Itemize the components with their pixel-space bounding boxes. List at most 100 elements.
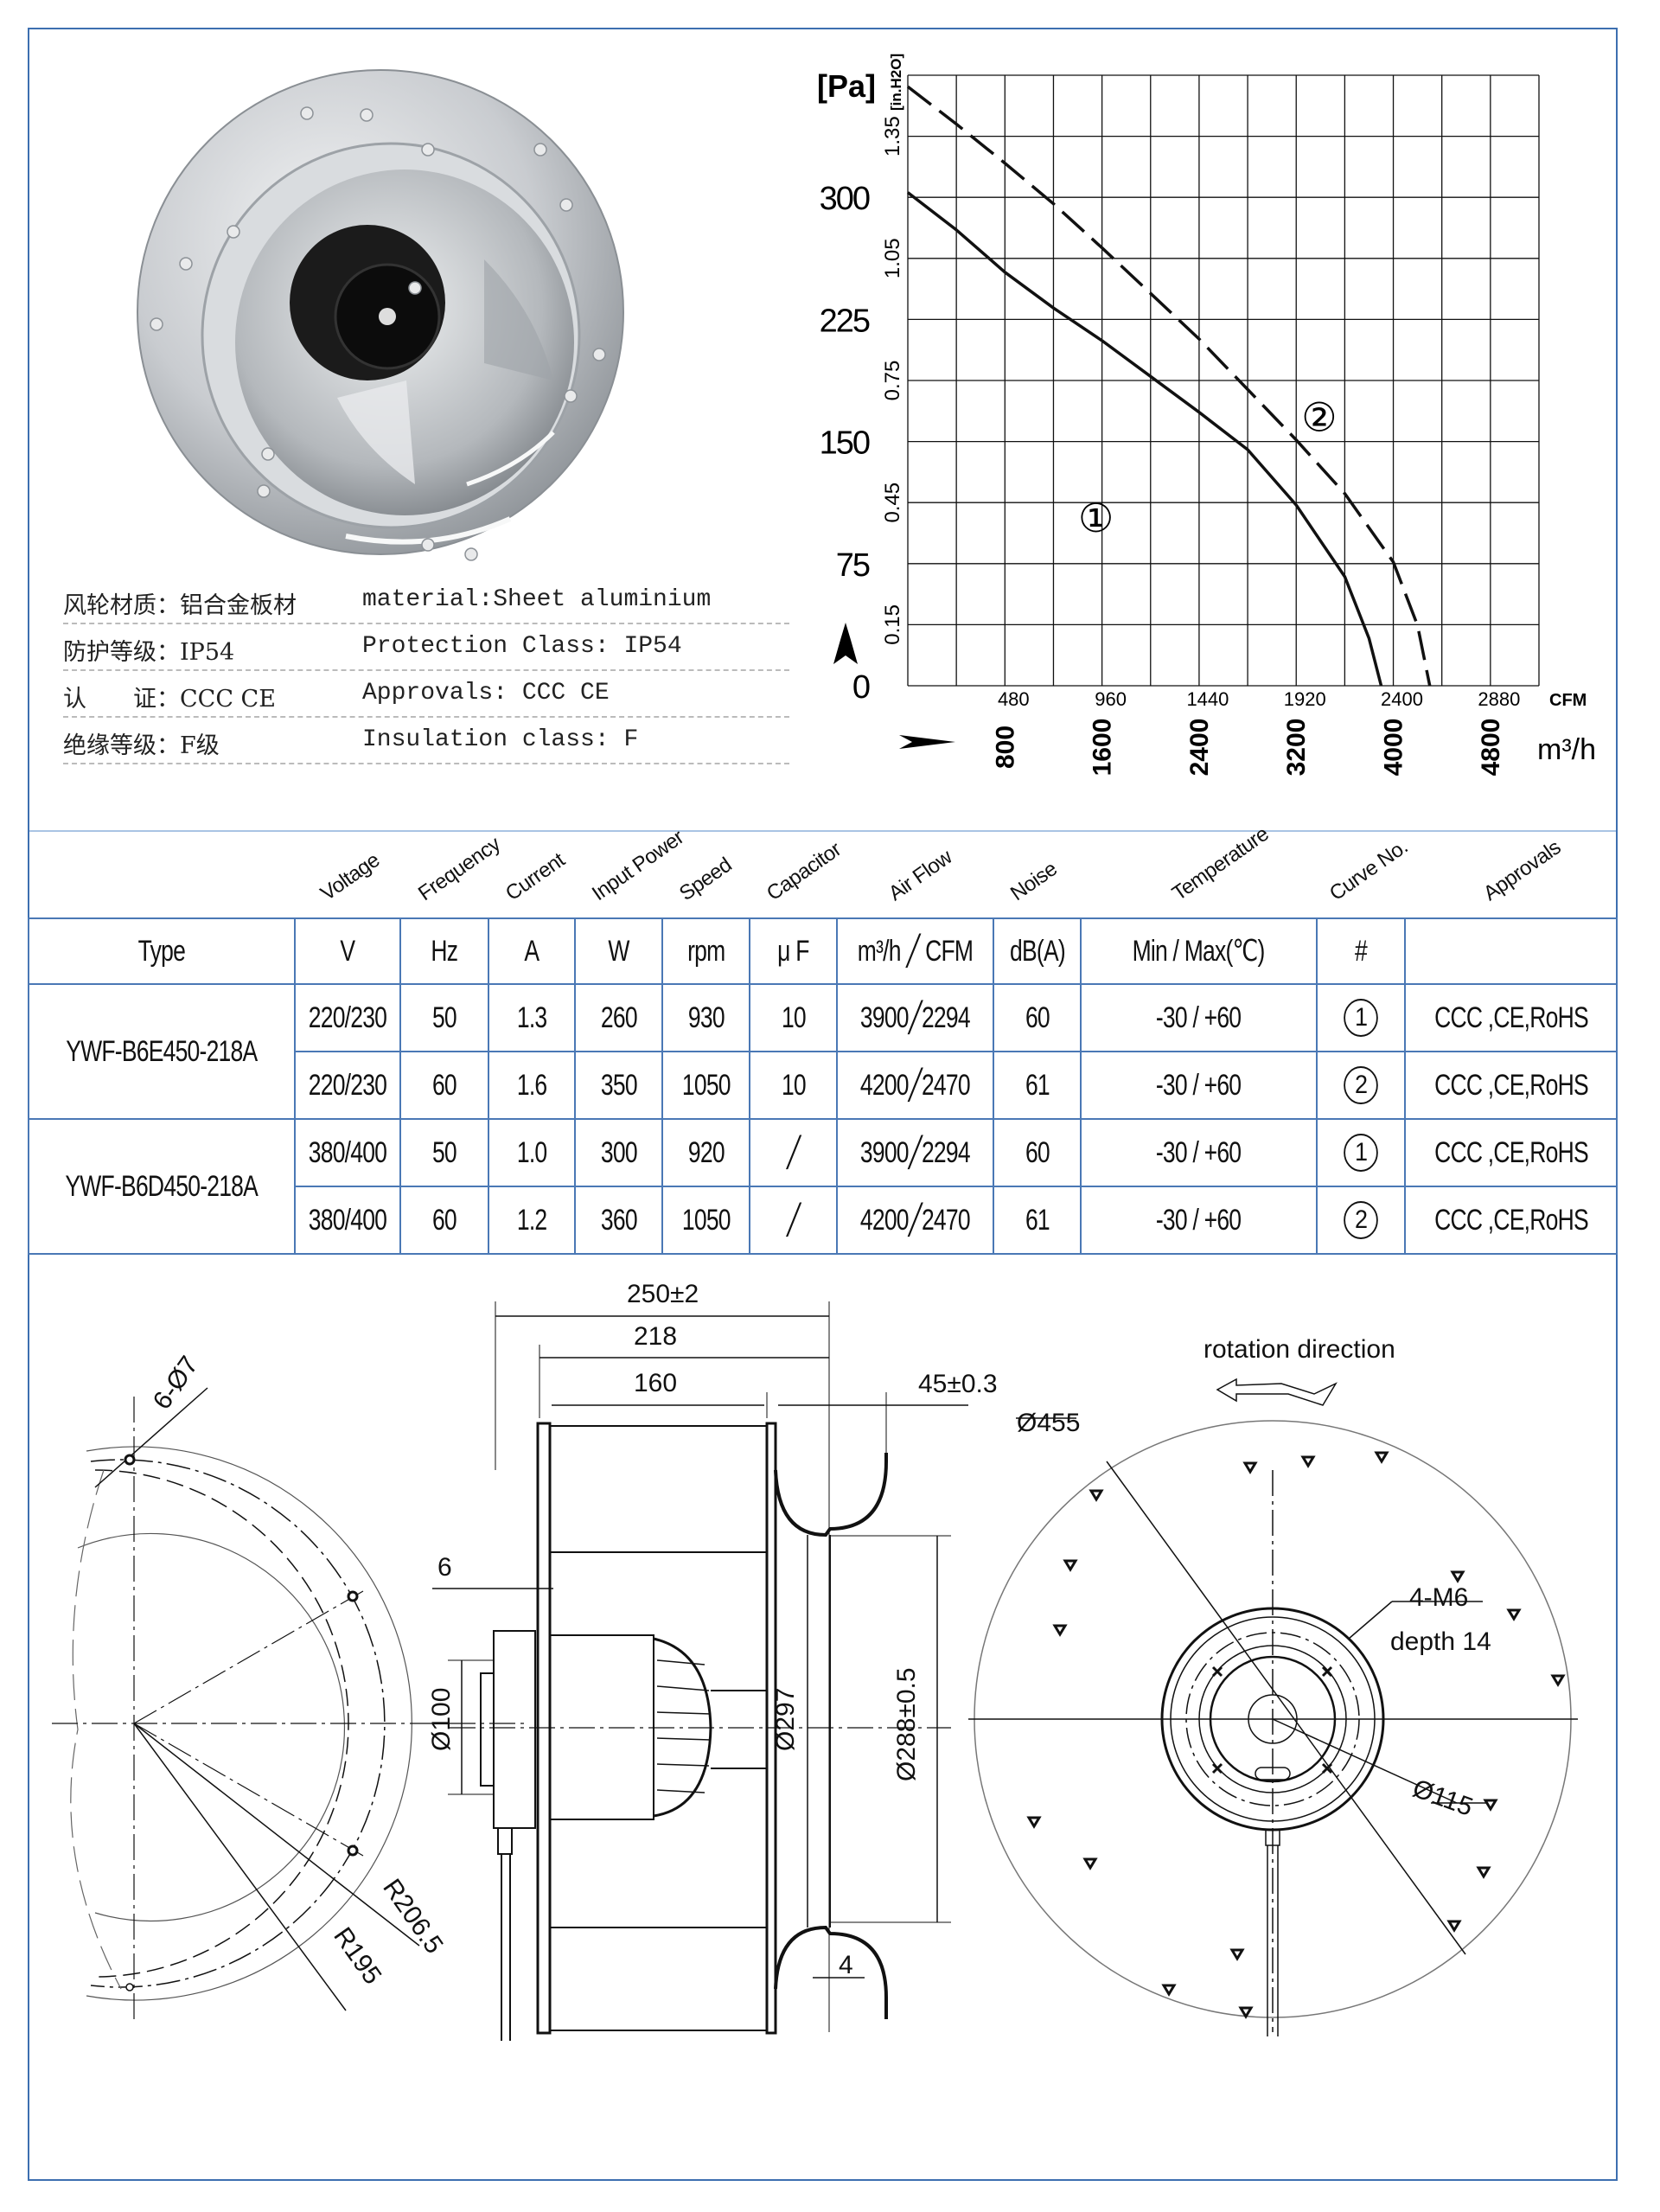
cell-value: -30 / +60 xyxy=(1156,1001,1242,1034)
cell-value: 1.3 xyxy=(516,1001,547,1034)
y-tick-inh2o: 1.05 xyxy=(881,238,904,278)
cell-value: 220/230 xyxy=(308,1068,387,1102)
table-cell: 220/230 xyxy=(294,1051,401,1120)
y-tick-pa: 300 xyxy=(820,181,870,217)
cell-value: 10 xyxy=(781,1001,807,1034)
cell-value: 50 xyxy=(432,1001,457,1034)
dim-dia-115: Ø115 xyxy=(1409,1774,1477,1822)
curve-2-line xyxy=(906,85,1432,687)
cell-value: 380/400 xyxy=(308,1203,387,1237)
rotation-direction-label: rotation direction xyxy=(1204,1335,1395,1364)
table-cell: 1 xyxy=(1316,1118,1406,1187)
table-cell: 61 xyxy=(993,1051,1082,1120)
model-type: YWF-B6D450-218A xyxy=(65,1169,259,1203)
table-cell: 60 xyxy=(993,983,1082,1052)
x-tick-m3h: 2400 xyxy=(1185,719,1214,777)
unit-cell: V xyxy=(294,917,401,985)
thread-label: 4-M6 xyxy=(1409,1583,1468,1612)
y-tick-pa: 150 xyxy=(820,425,870,462)
table-cell: 360 xyxy=(574,1186,663,1255)
table-cell: 350 xyxy=(574,1051,663,1120)
table-cell: 1 xyxy=(1316,983,1406,1052)
table-cell: 220/230 xyxy=(294,983,401,1052)
x-tick-cfm: 960 xyxy=(1095,688,1127,710)
cell-value: 260 xyxy=(600,1001,638,1034)
cell-value: 61 xyxy=(1025,1068,1050,1102)
cell-value: 300 xyxy=(600,1135,638,1169)
table-cell: 1050 xyxy=(661,1051,750,1120)
unit-label: μ F xyxy=(777,934,809,968)
cell-value: 380/400 xyxy=(308,1135,387,1169)
cell-value: 50 xyxy=(432,1135,457,1169)
y-tick-pa: 75 xyxy=(836,547,870,584)
cell-value: 60 xyxy=(1025,1135,1050,1169)
table-cell: 380/400 xyxy=(294,1186,401,1255)
table-cell: -30 / +60 xyxy=(1080,1118,1318,1187)
curve-number-badge: 2 xyxy=(1344,1066,1378,1104)
unit-cell: dB(A) xyxy=(993,917,1082,985)
y-tick-inh2o: 0.45 xyxy=(881,483,904,523)
table-cell: 2 xyxy=(1316,1051,1406,1120)
cell-value: 1.6 xyxy=(516,1068,547,1102)
unit-label: V xyxy=(340,934,356,968)
table-cell: 60 xyxy=(399,1186,489,1255)
table-cell: 61 xyxy=(993,1186,1082,1255)
cell-value: 3900╱2294 xyxy=(860,1001,971,1034)
unit-label: m³/h ╱ CFM xyxy=(857,935,974,968)
dim-dia-297: Ø297 xyxy=(771,1688,800,1751)
spec-cn: 风轮材质：铝合金板材 xyxy=(63,592,297,619)
dim-overall-length: 250±2 xyxy=(627,1280,699,1308)
cell-value: 930 xyxy=(687,1001,725,1034)
spec-cn: 认 证：CCC CE xyxy=(63,686,276,713)
y-tick-pa: 225 xyxy=(820,303,870,339)
table-cell: ╱ xyxy=(749,1118,838,1187)
unit-cell: Min / Max(℃) xyxy=(1080,917,1318,985)
rotation-arrow-icon xyxy=(1216,1378,1338,1406)
unit-cell: A xyxy=(488,917,576,985)
mounting-hole-view xyxy=(52,1387,527,2023)
table-cell: 3900╱2294 xyxy=(836,983,994,1052)
table-cell: ╱ xyxy=(749,1186,838,1255)
cell-value: 1050 xyxy=(681,1068,731,1102)
spec-en: Protection Class: IP54 xyxy=(362,633,682,660)
cell-value: 1050 xyxy=(681,1203,731,1237)
table-cell: 2 xyxy=(1316,1186,1406,1255)
type-cell: YWF-B6D450-218A xyxy=(28,1118,296,1255)
unit-cell: μ F xyxy=(749,917,838,985)
cell-value: 4200╱2470 xyxy=(860,1069,971,1102)
model-type: YWF-B6E450-218A xyxy=(66,1034,258,1068)
unit-cell: Hz xyxy=(399,917,489,985)
table-cell: CCC ,CE,RoHS xyxy=(1404,1118,1618,1187)
dim-inlet-45: 45±0.3 xyxy=(918,1370,998,1398)
cell-value: 60 xyxy=(432,1203,457,1237)
x-unit-cfm: CFM xyxy=(1549,691,1587,710)
y-tick-inh2o: 0.15 xyxy=(881,604,904,645)
cell-value: 360 xyxy=(600,1203,638,1237)
spec-en: Approvals: CCC CE xyxy=(362,680,610,706)
cell-value: 60 xyxy=(432,1068,457,1102)
y-unit-inh2o: [in.H2O] xyxy=(888,54,904,111)
unit-label: Hz xyxy=(431,934,459,968)
curve-number-badge: 2 xyxy=(1344,1201,1378,1239)
spec-cn: 绝缘等级：F级 xyxy=(63,732,220,759)
unit-cell: Type xyxy=(28,917,296,985)
unit-label: # xyxy=(1355,934,1368,968)
hole-pattern-label: 6-Ø7 xyxy=(148,1351,204,1415)
cell-value: 1.2 xyxy=(516,1203,547,1237)
unit-cell: rpm xyxy=(661,917,750,985)
cell-value: 220/230 xyxy=(308,1001,387,1034)
curve-number-badge: 1 xyxy=(1344,999,1378,1037)
radius-outer-label: R206.5 xyxy=(377,1874,449,1959)
cell-value: 60 xyxy=(1025,1001,1050,1034)
cell-value: ╱ xyxy=(786,1204,801,1237)
unit-label: Type xyxy=(137,934,186,968)
cell-value: CCC ,CE,RoHS xyxy=(1433,1203,1589,1237)
